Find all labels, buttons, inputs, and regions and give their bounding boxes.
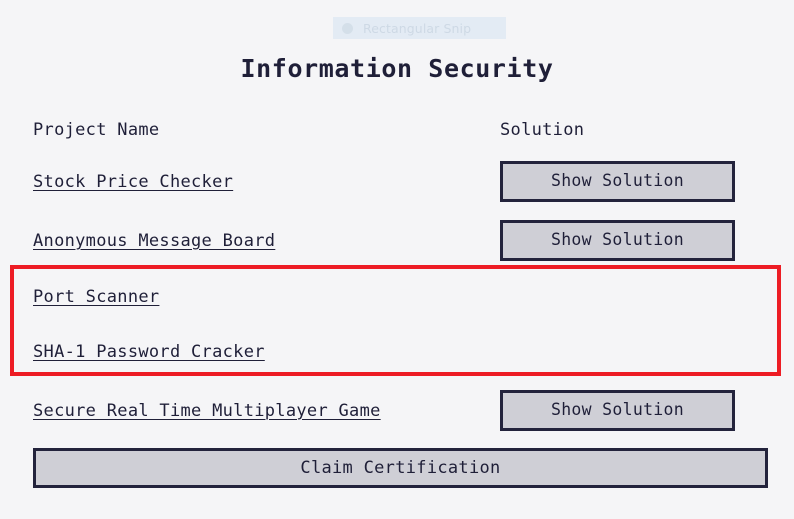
show-solution-button-anonymous-message-board[interactable]: Show Solution — [500, 220, 735, 261]
solution-cell: Show Solution — [500, 161, 794, 202]
highlight-annotation-box: Port Scanner SHA-1 Password Cracker — [10, 265, 781, 376]
column-header-project-name: Project Name — [33, 120, 160, 140]
show-solution-button-stock-price-checker[interactable]: Show Solution — [500, 161, 735, 202]
project-name-cell: Secure Real Time Multiplayer Game — [0, 401, 500, 421]
project-link-stock-price-checker[interactable]: Stock Price Checker — [33, 171, 234, 192]
project-name-cell: Stock Price Checker — [0, 172, 500, 192]
project-link-port-scanner[interactable]: Port Scanner — [33, 286, 160, 307]
project-name-cell: Port Scanner — [14, 287, 514, 307]
solution-cell: Show Solution — [500, 390, 794, 431]
project-name-cell: Anonymous Message Board — [0, 231, 500, 251]
claim-certification-row: Claim Certification — [33, 448, 768, 488]
solution-cell: Show Solution — [500, 220, 794, 261]
project-link-secure-real-time-multiplayer-game[interactable]: Secure Real Time Multiplayer Game — [33, 400, 381, 421]
project-name-cell: SHA-1 Password Cracker — [14, 342, 514, 362]
snip-tool-label: Rectangular Snip — [363, 20, 472, 36]
page-title: Information Security — [240, 54, 554, 83]
project-link-sha-1-password-cracker[interactable]: SHA-1 Password Cracker — [33, 341, 265, 362]
table-row: Stock Price Checker Show Solution — [0, 152, 794, 211]
column-header-solution: Solution — [500, 120, 585, 140]
table-header-row: Project Name Solution — [0, 108, 794, 152]
table-row: Anonymous Message Board Show Solution — [0, 211, 794, 270]
table-row: SHA-1 Password Cracker — [14, 324, 777, 379]
circle-dot-icon — [342, 22, 353, 34]
snip-tool-overlay[interactable]: Rectangular Snip — [333, 17, 506, 39]
table-row: Secure Real Time Multiplayer Game Show S… — [0, 381, 794, 440]
project-table: Project Name Solution Stock Price Checke… — [0, 108, 794, 440]
table-row: Port Scanner — [14, 269, 777, 324]
project-link-anonymous-message-board[interactable]: Anonymous Message Board — [33, 230, 276, 251]
claim-certification-button[interactable]: Claim Certification — [33, 448, 768, 488]
show-solution-button-secure-real-time-multiplayer-game[interactable]: Show Solution — [500, 390, 735, 431]
